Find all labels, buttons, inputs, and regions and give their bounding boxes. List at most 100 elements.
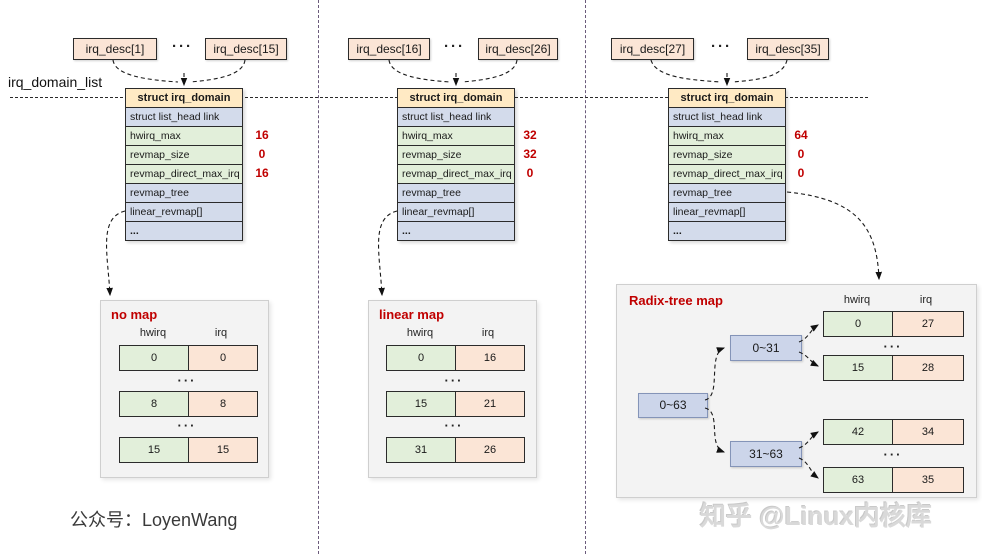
linear-map-panel: linear map hwirq irq 0 16 ··· 15 21 ··· … (368, 300, 537, 478)
ellipsis: ··· (883, 339, 903, 354)
map-row: 0 0 (119, 345, 258, 371)
radix-node-low: 0~31 (730, 335, 802, 361)
field-revmap-direct-max-irq: revmap_direct_max_irq (125, 165, 243, 184)
struct-title: struct irq_domain (397, 88, 515, 108)
zhihu-watermark: 知乎 @Linux内核库 (700, 501, 932, 531)
field-link: struct list_head link (668, 108, 786, 127)
irq-desc-box: irq_desc[26] (478, 38, 558, 60)
panel-title: linear map (379, 307, 445, 322)
hwirq-column-header: hwirq (139, 327, 167, 339)
field-revmap-size: revmap_size (125, 146, 243, 165)
field-hwirq-max: hwirq_max (668, 127, 786, 146)
dashed-arrow (112, 59, 179, 83)
irq-cell: 0 (189, 345, 258, 371)
map-row: 63 35 (823, 467, 964, 493)
revmap-direct-max-irq-value: 16 (255, 166, 269, 180)
hwirq-column-header: hwirq (843, 294, 871, 306)
field-ellipsis: ... (397, 222, 515, 241)
dashed-arrow (786, 191, 883, 281)
irq-cell: 26 (456, 437, 525, 463)
field-linear-revmap: linear_revmap[] (668, 203, 786, 222)
ellipsis: ··· (711, 38, 732, 55)
hwirq-column-header: hwirq (406, 327, 434, 339)
irq-domain-struct-table: struct irq_domain struct list_head link … (125, 88, 243, 241)
dashed-arrow (732, 59, 788, 83)
field-revmap-size: revmap_size (668, 146, 786, 165)
field-link: struct list_head link (397, 108, 515, 127)
hwirq-cell: 0 (119, 345, 189, 371)
ellipsis: ··· (883, 447, 903, 462)
ellipsis: ··· (444, 418, 464, 433)
irq-cell: 16 (456, 345, 525, 371)
struct-values: 32 32 0 (514, 126, 546, 183)
column-separator-right (585, 0, 586, 554)
field-ellipsis: ... (668, 222, 786, 241)
map-row: 15 28 (823, 355, 964, 381)
irq-domain-struct-table: struct irq_domain struct list_head link … (397, 88, 515, 241)
irq-cell: 27 (893, 311, 964, 337)
dashed-arrow (388, 59, 451, 83)
dashed-arrow (461, 59, 518, 83)
struct-values: 16 0 16 (246, 126, 278, 183)
map-row: 0 16 (386, 345, 525, 371)
revmap-size-value: 0 (258, 147, 266, 161)
irq-column-header: irq (919, 294, 933, 306)
hwirq-max-value: 32 (523, 128, 537, 142)
hwirq-cell: 15 (386, 391, 456, 417)
dashed-arrow (105, 210, 126, 297)
irq-cell: 8 (189, 391, 258, 417)
map-row: 15 15 (119, 437, 258, 463)
hwirq-cell: 15 (119, 437, 189, 463)
irq-desc-box: irq_desc[16] (348, 38, 430, 60)
revmap-direct-max-irq-value: 0 (526, 166, 534, 180)
field-linear-revmap: linear_revmap[] (397, 203, 515, 222)
struct-title: struct irq_domain (125, 88, 243, 108)
ellipsis: ··· (444, 38, 465, 55)
field-hwirq-max: hwirq_max (397, 127, 515, 146)
field-revmap-direct-max-irq: revmap_direct_max_irq (668, 165, 786, 184)
footer-credit: 公众号：LoyenWang (70, 510, 238, 530)
dashed-arrow (377, 210, 398, 297)
hwirq-max-value: 64 (794, 128, 808, 142)
irq-desc-box: irq_desc[15] (205, 38, 287, 60)
hwirq-cell: 0 (386, 345, 456, 371)
field-revmap-tree: revmap_tree (125, 184, 243, 203)
hwirq-cell: 0 (823, 311, 893, 337)
irq-cell: 21 (456, 391, 525, 417)
ellipsis: ··· (177, 418, 197, 433)
field-ellipsis: ... (125, 222, 243, 241)
irq-column-header: irq (481, 327, 495, 339)
field-revmap-size: revmap_size (397, 146, 515, 165)
radix-node-high: 31~63 (730, 441, 802, 467)
panel-title: Radix-tree map (629, 293, 723, 308)
map-row: 31 26 (386, 437, 525, 463)
field-revmap-tree: revmap_tree (397, 184, 515, 203)
radix-tree-map-panel: Radix-tree map hwirq irq 0~63 0~31 31~63… (616, 284, 977, 498)
field-hwirq-max: hwirq_max (125, 127, 243, 146)
field-link: struct list_head link (125, 108, 243, 127)
irq-cell: 28 (893, 355, 964, 381)
revmap-size-value: 32 (523, 147, 537, 161)
hwirq-cell: 63 (823, 467, 893, 493)
map-row: 8 8 (119, 391, 258, 417)
map-row: 0 27 (823, 311, 964, 337)
field-revmap-direct-max-irq: revmap_direct_max_irq (397, 165, 515, 184)
irq-cell: 35 (893, 467, 964, 493)
irq-domain-list-label: irq_domain_list (8, 74, 103, 90)
dashed-arrow (189, 59, 246, 83)
irq-desc-box: irq_desc[27] (611, 38, 694, 60)
ellipsis: ··· (177, 373, 197, 388)
irq-cell: 15 (189, 437, 258, 463)
irq-desc-box: irq_desc[35] (747, 38, 829, 60)
irq-cell: 34 (893, 419, 964, 445)
hwirq-cell: 8 (119, 391, 189, 417)
hwirq-cell: 42 (823, 419, 893, 445)
radix-root-node: 0~63 (638, 393, 708, 418)
field-revmap-tree: revmap_tree (668, 184, 786, 203)
revmap-direct-max-irq-value: 0 (797, 166, 805, 180)
hwirq-cell: 15 (823, 355, 893, 381)
no-map-panel: no map hwirq irq 0 0 ··· 8 8 ··· 15 15 (100, 300, 269, 478)
irq-desc-box: irq_desc[1] (73, 38, 157, 60)
ellipsis: ··· (444, 373, 464, 388)
